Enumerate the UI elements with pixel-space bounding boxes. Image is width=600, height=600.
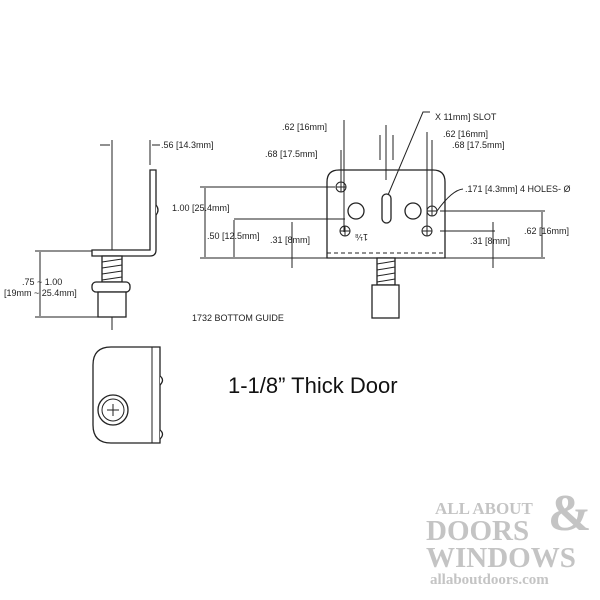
right-height-dim: .62 [16mm] [524, 226, 569, 236]
right-low-dim: .31 [8mm] [470, 236, 510, 246]
slot [381, 193, 392, 224]
part-label: 1732 BOTTOM GUIDE [192, 313, 284, 323]
height-dim-2: [19mm ~ 25.4mm] [4, 288, 77, 298]
holes-dim: .171 [4.3mm] 4 HOLES- Ø [465, 184, 571, 194]
svg-text:allaboutdoors.com: allaboutdoors.com [430, 572, 549, 588]
left-inner-dim: .68 [17.5mm] [265, 149, 318, 159]
left-low-dim: .31 [8mm] [270, 235, 310, 245]
top-view [92, 346, 164, 444]
half-height-dim: .50 [12.5mm] [207, 231, 260, 241]
slot-dim: X 11mm] SLOT [435, 112, 497, 122]
bracket [91, 169, 157, 257]
svg-text:&: & [548, 485, 591, 542]
large-hole [347, 202, 365, 220]
large-hole [404, 202, 422, 220]
cylinder [97, 291, 127, 318]
collar [91, 281, 131, 293]
svg-text:ALL ABOUT: ALL ABOUT [435, 499, 533, 518]
left-outer-dim: .62 [16mm] [282, 122, 327, 132]
front-view: 1⅛ .62 [16mm] .68 [17. [172, 111, 571, 319]
height-dim: 1.00 [25.4mm] [172, 203, 230, 213]
title: 1-1/8” Thick Door [228, 373, 398, 398]
height-dim-1: .75 ~ 1.00 [22, 277, 62, 287]
side-view: .56 [14.3mm] .75 ~ 1.00 [19mm ~ 25.4mm] [4, 140, 214, 330]
rivet [155, 204, 159, 216]
svg-text:DOORS: DOORS [426, 515, 529, 547]
cylinder [371, 284, 400, 319]
stamp: 1⅛ [355, 232, 368, 242]
right-inner-dim: .68 [17.5mm] [452, 140, 505, 150]
width-dim: .56 [14.3mm] [161, 140, 214, 150]
brand-logo: ALL ABOUT & DOORS WINDOWS allaboutdoors.… [426, 485, 591, 588]
right-outer-dim: .62 [16mm] [443, 129, 488, 139]
svg-text:WINDOWS: WINDOWS [426, 542, 576, 574]
